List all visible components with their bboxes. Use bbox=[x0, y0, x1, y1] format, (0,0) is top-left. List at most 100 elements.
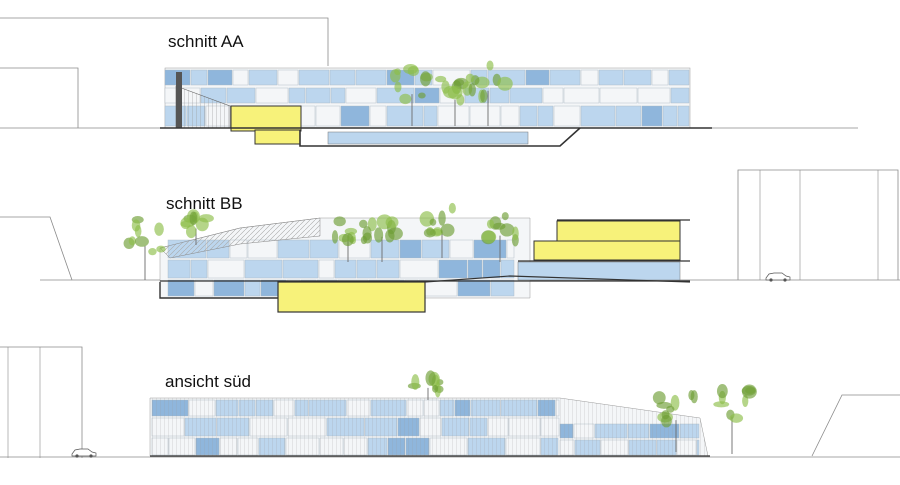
facade-panel bbox=[438, 259, 468, 279]
facade-panel bbox=[500, 105, 520, 127]
facade-panel bbox=[506, 239, 515, 259]
facade-panel bbox=[623, 69, 652, 86]
tree-icon bbox=[123, 216, 166, 280]
tree-icon bbox=[481, 212, 519, 262]
facade-panel bbox=[315, 105, 341, 127]
facade-panel bbox=[437, 105, 470, 127]
facade-panel bbox=[467, 259, 483, 279]
facade-panel bbox=[399, 239, 422, 259]
facade-panel bbox=[414, 87, 440, 104]
facade-panel bbox=[580, 69, 599, 86]
bb-glazing-lower bbox=[517, 261, 681, 281]
facade-panel bbox=[329, 69, 356, 86]
tree-icon bbox=[362, 214, 403, 262]
tree-icon bbox=[435, 75, 473, 126]
facade-panel bbox=[580, 105, 616, 127]
tree-icon bbox=[713, 383, 757, 454]
facade-panel bbox=[340, 105, 370, 127]
facade-panel bbox=[298, 69, 330, 86]
car-icon bbox=[765, 272, 791, 282]
facade-panel bbox=[549, 69, 581, 86]
aa-interior-space bbox=[230, 105, 302, 132]
facade-panel bbox=[599, 87, 638, 104]
section-aa-title: schnitt AA bbox=[168, 32, 244, 51]
facade-panel bbox=[553, 105, 581, 127]
aa-lower-interior bbox=[254, 129, 301, 145]
bb-interior-upper bbox=[556, 220, 681, 242]
facade-panel bbox=[542, 87, 564, 104]
facade-panel bbox=[167, 259, 191, 279]
section-bb-title: schnitt BB bbox=[166, 194, 243, 213]
facade-panel bbox=[537, 105, 554, 127]
facade-panel bbox=[299, 105, 316, 127]
facade-panel bbox=[525, 69, 550, 86]
facade-panel bbox=[207, 69, 233, 86]
facade-panel bbox=[255, 87, 289, 104]
section-bb-drawing bbox=[0, 169, 900, 313]
facade-panel bbox=[244, 259, 283, 279]
facade-panel bbox=[509, 87, 543, 104]
facade-panel bbox=[213, 279, 245, 297]
facade-panel bbox=[500, 259, 515, 279]
facade-panel bbox=[670, 87, 690, 104]
facade-panel bbox=[662, 105, 678, 127]
facade-panel bbox=[563, 87, 600, 104]
tree-icon bbox=[652, 390, 698, 452]
bb-basement-hall bbox=[277, 281, 426, 313]
south-elevation-title: ansicht süd bbox=[165, 372, 251, 391]
facade-panel bbox=[330, 87, 346, 104]
tree-icon bbox=[180, 209, 214, 245]
section-aa-drawing bbox=[0, 17, 858, 147]
facade-panel bbox=[519, 105, 538, 127]
facade-panel bbox=[370, 239, 400, 259]
facade-panel bbox=[490, 279, 515, 297]
facade-panel bbox=[248, 69, 278, 86]
bb-mesh-roof bbox=[159, 217, 321, 259]
facade-panel bbox=[399, 259, 439, 279]
facade-panel bbox=[423, 105, 438, 127]
facade-panel bbox=[282, 259, 319, 279]
facade-panel bbox=[207, 259, 245, 279]
aa-basement-glazing bbox=[327, 131, 529, 145]
facade-panel bbox=[226, 87, 256, 104]
facade-panel bbox=[641, 105, 663, 127]
bb-interior-middle bbox=[533, 240, 681, 261]
facade-panel bbox=[668, 69, 690, 86]
facade-panel bbox=[190, 69, 208, 86]
facade-panel bbox=[615, 105, 642, 127]
facade-panel bbox=[598, 69, 624, 86]
facade-panel bbox=[277, 69, 299, 86]
facade-panel bbox=[232, 69, 249, 86]
facade-panel bbox=[482, 259, 501, 279]
facade-panel bbox=[376, 259, 400, 279]
tree-icon bbox=[419, 202, 456, 258]
facade-panel bbox=[356, 259, 377, 279]
facade-panel bbox=[369, 105, 387, 127]
facade-panel bbox=[449, 239, 474, 259]
facade-panel bbox=[469, 105, 501, 127]
facade-panel bbox=[244, 279, 261, 297]
facade-panel bbox=[190, 259, 208, 279]
facade-panel bbox=[345, 87, 377, 104]
facade-panel bbox=[355, 69, 387, 86]
facade-panel bbox=[386, 105, 424, 127]
facade-panel bbox=[318, 259, 335, 279]
facade-panel bbox=[677, 105, 690, 127]
tree-icon bbox=[465, 60, 513, 126]
facade-panel bbox=[194, 279, 214, 297]
facade-panel bbox=[305, 87, 331, 104]
facade-panel bbox=[277, 239, 310, 259]
facade-panel bbox=[457, 279, 491, 297]
facade-panel bbox=[637, 87, 671, 104]
south-elevation-drawing bbox=[0, 346, 900, 458]
facade-panel bbox=[421, 239, 450, 259]
sud-mesh-screen bbox=[150, 398, 708, 456]
car-icon bbox=[71, 448, 97, 458]
tree-icon bbox=[390, 63, 433, 126]
facade-panel bbox=[167, 279, 195, 297]
facade-panel bbox=[334, 259, 357, 279]
tree-icon bbox=[407, 370, 444, 400]
facade-panel bbox=[651, 69, 669, 86]
facade-panel bbox=[288, 87, 306, 104]
